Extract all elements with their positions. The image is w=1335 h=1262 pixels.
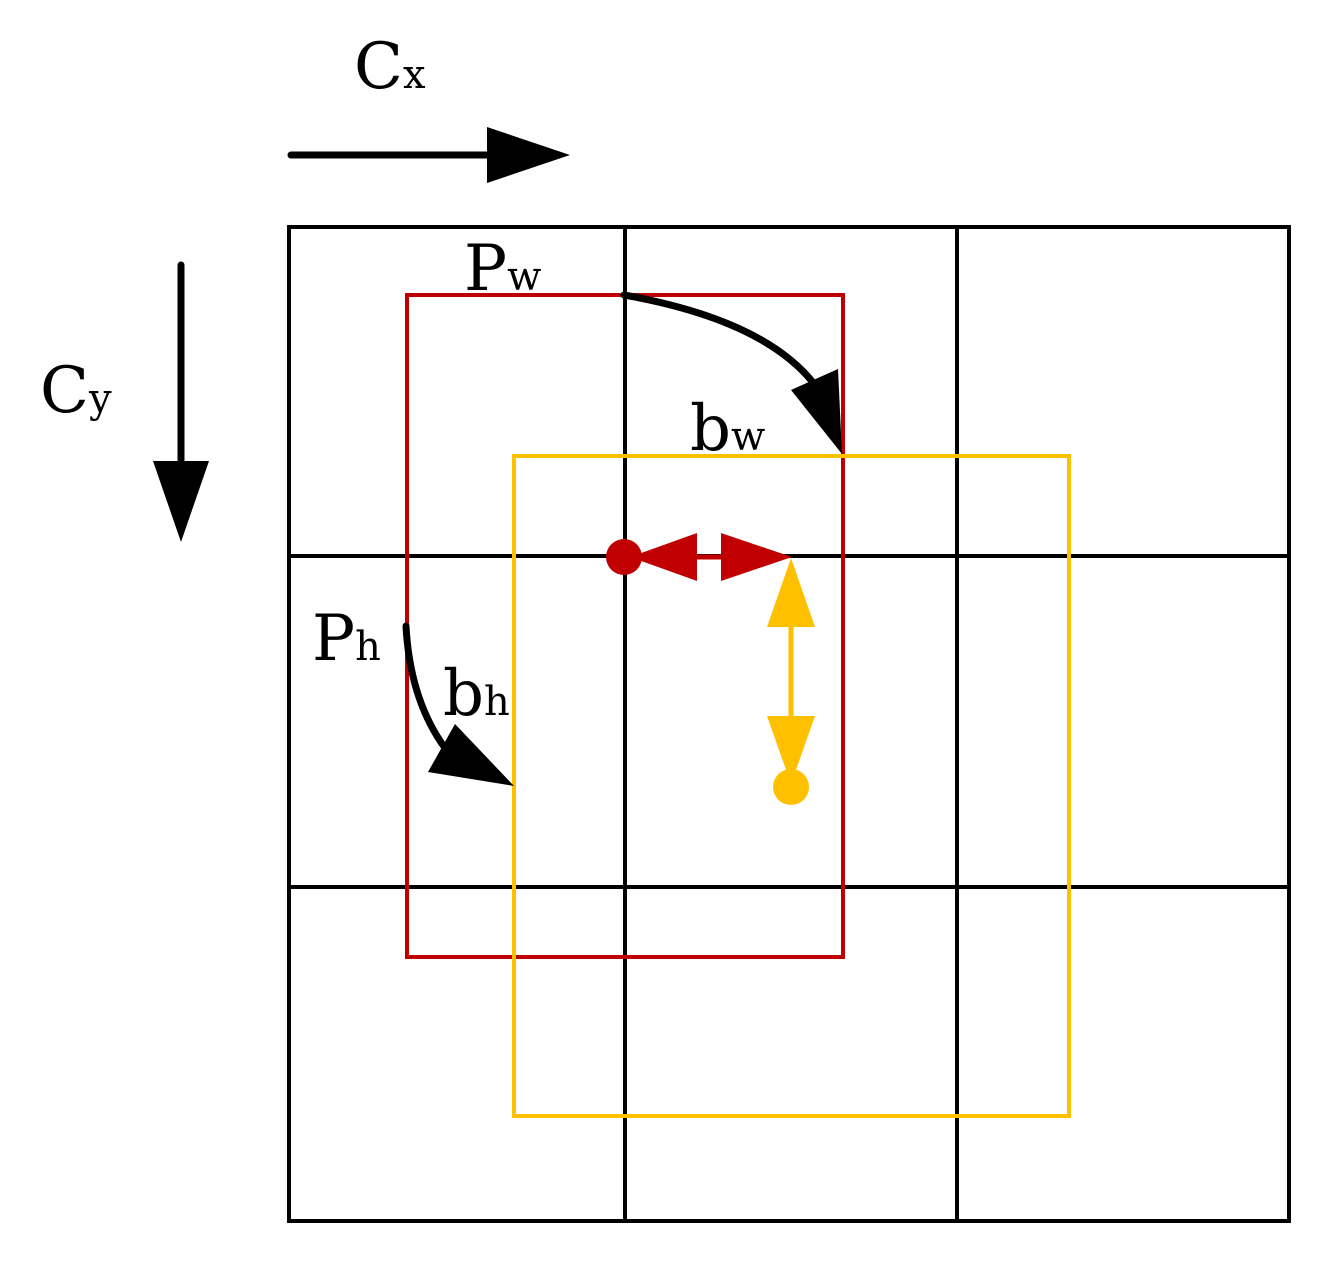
pw-label: Pw (464, 232, 541, 306)
height-transform-arrow (402, 622, 514, 786)
cx-label: Cx (354, 30, 426, 104)
width-transform-arrow (620, 291, 842, 454)
cy-arrow (153, 261, 209, 542)
y-offset-arrow (767, 558, 815, 784)
bh-label: bh (443, 657, 510, 731)
cy-label: Cy (40, 354, 112, 428)
prior-center-dot (606, 539, 642, 575)
predicted-center-dot (773, 769, 809, 805)
x-offset-arrow (630, 533, 792, 581)
cx-arrow (287, 127, 570, 183)
ph-label: Ph (312, 602, 381, 676)
bw-label: bw (690, 392, 765, 466)
grid (287, 225, 1291, 1223)
